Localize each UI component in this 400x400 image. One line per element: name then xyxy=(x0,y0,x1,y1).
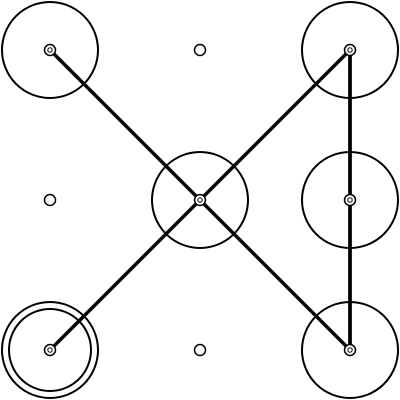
pattern-node-3[interactable] xyxy=(302,2,398,98)
node-4-dot[interactable] xyxy=(43,193,57,207)
node-7-dot-center xyxy=(47,347,53,353)
node-1-ring xyxy=(1,1,99,99)
pattern-node-6[interactable] xyxy=(302,152,398,248)
node-9-dot[interactable] xyxy=(343,343,357,357)
path-segment-1-5 xyxy=(48,48,202,202)
node-7-dot[interactable] xyxy=(43,343,57,357)
pattern-node-1[interactable] xyxy=(2,2,98,98)
node-3-dot-center xyxy=(347,47,353,53)
node-3-dot[interactable] xyxy=(343,43,357,57)
pattern-node-7[interactable] xyxy=(2,302,98,398)
node-5-dot-center xyxy=(197,197,203,203)
node-9-dot-center xyxy=(347,347,353,353)
node-7-outer-ring xyxy=(1,301,99,399)
pattern-node-8[interactable] xyxy=(152,302,248,398)
node-1-dot[interactable] xyxy=(43,43,57,57)
node-6-dot[interactable] xyxy=(343,193,357,207)
node-6-dot-center xyxy=(347,197,353,203)
node-1-dot-center xyxy=(47,47,53,53)
node-5-ring xyxy=(151,151,249,249)
node-2-dot[interactable] xyxy=(193,43,207,57)
node-7-ring xyxy=(8,308,92,392)
node-5-dot[interactable] xyxy=(193,193,207,207)
node-8-dot[interactable] xyxy=(193,343,207,357)
pattern-node-5[interactable] xyxy=(152,152,248,248)
pattern-node-4[interactable] xyxy=(2,152,98,248)
pattern-node-9[interactable] xyxy=(302,302,398,398)
pattern-node-2[interactable] xyxy=(152,2,248,98)
path-segment-5-9 xyxy=(198,198,352,352)
